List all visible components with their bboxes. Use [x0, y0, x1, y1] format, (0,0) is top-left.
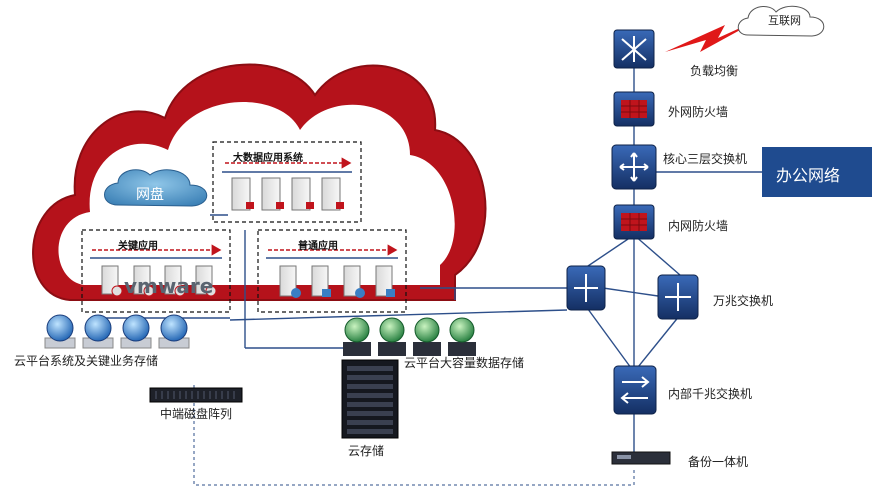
office-network-box [762, 147, 872, 197]
server-icon [195, 265, 217, 297]
netdisk-label: 网盘 [136, 187, 164, 203]
ten-gig-switch-left-icon [566, 265, 606, 311]
cloud-storage-label: 云存储 [348, 444, 385, 458]
storage-globe-icon [120, 314, 152, 349]
external-firewall-icon [613, 91, 655, 127]
server-icon [343, 265, 365, 298]
big-data-servers [231, 177, 344, 211]
storage-globe-icon [343, 317, 371, 356]
server-icon [291, 177, 314, 211]
server-icon [231, 177, 254, 211]
mid-disk-array-icon [149, 387, 243, 403]
general-apps-box [257, 229, 407, 313]
key-apps-title: 关键应用 [118, 241, 158, 252]
load-balancer-icon [613, 29, 655, 69]
internal-gig-switch-label: 内部千兆交换机 [668, 387, 753, 401]
server-icon [375, 265, 395, 297]
ten-gig-switch-label: 万兆交换机 [713, 294, 774, 308]
server-icon [311, 265, 331, 297]
storage-globe-icon [44, 314, 76, 349]
netdisk-cloud-icon [104, 169, 208, 207]
lightning-icon [665, 18, 762, 52]
backup-appliance-label: 备份一体机 [688, 455, 749, 469]
server-icon [279, 265, 301, 298]
internal-firewall-label: 内网防火墙 [668, 219, 729, 233]
server-icon [321, 177, 344, 211]
storage-globe-icon [413, 317, 441, 356]
general-app-servers [279, 265, 395, 298]
storage-globe-icon [158, 314, 190, 349]
server-icon [133, 265, 155, 297]
big-data-system-box [212, 141, 362, 223]
big-data-system-title: 大数据应用系统 [233, 153, 303, 164]
backup-dotted-link [193, 385, 635, 486]
internal-firewall-icon [613, 204, 655, 240]
server-icon [101, 265, 123, 297]
internet-cloud-icon [737, 5, 825, 37]
vmware-logo: vmware [124, 274, 214, 298]
cloud-inner [58, 101, 455, 286]
cloud-bulk-storage-label: 云平台大容量数据存储 [404, 356, 525, 370]
cloud-platform-storage-nodes [44, 314, 190, 349]
office-network-label: 办公网络 [776, 166, 841, 185]
storage-globe-icon [448, 317, 476, 356]
key-apps-box [81, 229, 231, 313]
core-switch-icon [611, 144, 657, 190]
server-icon [261, 177, 284, 211]
mid-disk-array-label: 中端磁盘阵列 [160, 407, 233, 421]
key-app-servers [101, 265, 217, 297]
server-icon [164, 265, 186, 297]
internet-label: 互联网 [768, 14, 801, 27]
external-firewall-label: 外网防火墙 [668, 105, 729, 119]
internal-gig-switch-icon [613, 365, 657, 415]
cloud-bulk-storage-nodes [343, 317, 476, 356]
cloud-platform-storage-label: 云平台系统及关键业务存储 [14, 354, 159, 368]
load-balancer-label: 负载均衡 [690, 64, 739, 78]
cloud-storage-rack-icon [341, 359, 399, 439]
general-apps-title: 普通应用 [298, 241, 338, 252]
storage-globe-icon [378, 317, 406, 356]
core-switch-label: 核心三层交换机 [663, 152, 748, 166]
storage-globe-icon [82, 314, 114, 349]
backup-appliance-icon [611, 451, 671, 465]
ten-gig-switch-right-icon [657, 274, 699, 320]
